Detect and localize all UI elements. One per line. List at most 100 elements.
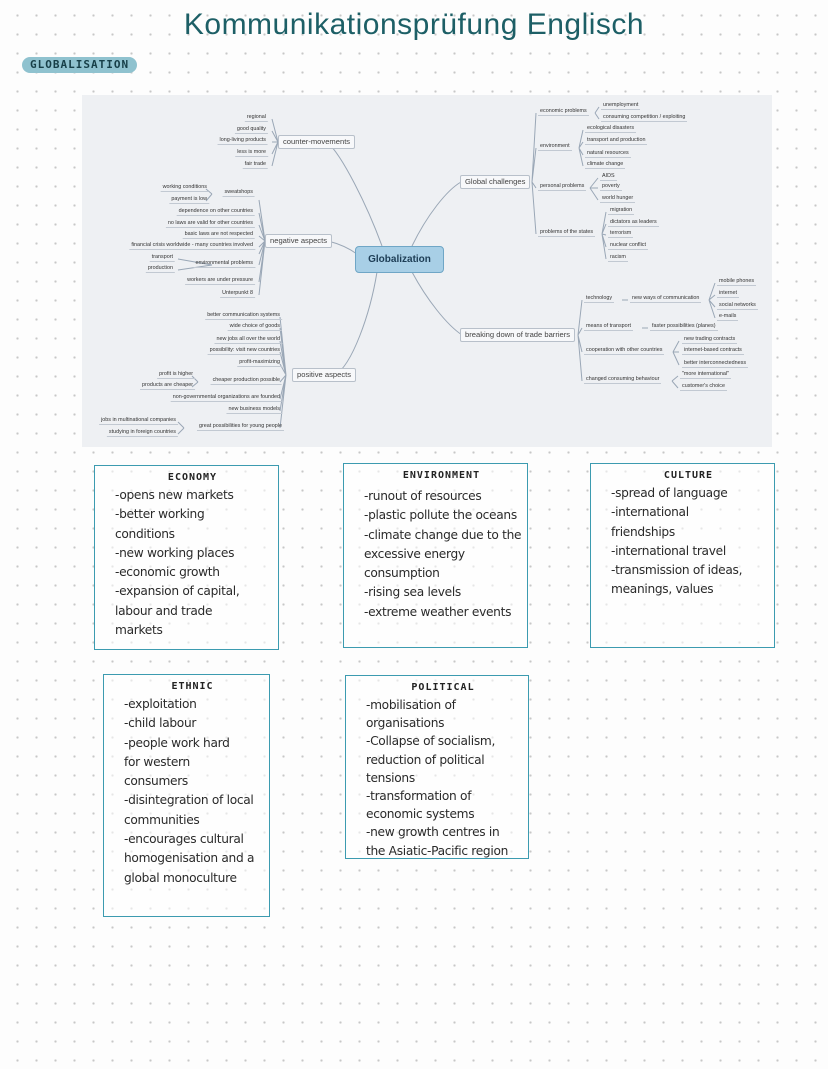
note-line: -better working: [115, 507, 205, 522]
mm-leaf: fair trade: [242, 161, 268, 170]
ethnic-lines: -exploitation -child labour -people work…: [124, 695, 261, 888]
mm-leaf: new jobs all over the world: [214, 336, 282, 345]
note-line: -mobilisation of: [366, 698, 456, 712]
mm-leaf: profit is higher: [157, 371, 195, 380]
mm-leaf: internet-based contracts: [682, 347, 744, 356]
mm-leaf: better interconnectedness: [682, 360, 749, 369]
mm-leaf: unemployment: [601, 102, 641, 111]
note-line: -transformation of: [366, 789, 472, 804]
mm-leaf: nuclear conflict: [608, 242, 648, 251]
mm-leaf: environmental problems: [193, 260, 255, 269]
note-line: markets: [115, 623, 163, 638]
culture-box: CULTURE -spread of language -internation…: [590, 463, 775, 648]
mm-leaf: new ways of communication: [630, 295, 702, 304]
mm-leaf: wide choice of goods: [227, 323, 282, 332]
mm-leaf: basic laws are not respected: [182, 231, 255, 240]
political-heading: POLITICAL: [411, 682, 475, 693]
mm-leaf: less is more: [235, 149, 268, 158]
mm-leaf: environment: [538, 143, 572, 152]
note-line: for western: [124, 754, 190, 769]
mm-leaf: ecological disasters: [585, 125, 637, 134]
mindmap-connectors: [177, 106, 716, 435]
mm-leaf: changed consuming behaviour: [584, 376, 662, 385]
environment-lines: -runout of resources -plastic pollute th…: [364, 484, 522, 622]
note-line: -disintegration of local: [124, 793, 254, 808]
note-line: global monoculture: [124, 870, 237, 885]
note-line: -international travel: [611, 543, 726, 558]
culture-lines: -spread of language -international frien…: [611, 484, 766, 600]
branch-trade-barriers: breaking down of trade barriers: [460, 328, 576, 342]
note-line: -extreme weather events: [364, 604, 512, 619]
note-line: -new working places: [115, 545, 235, 560]
mm-leaf: non-governmental organizations are found…: [170, 394, 282, 403]
economy-lines: -opens new markets -better working condi…: [115, 486, 270, 640]
mm-leaf: workers are under pressure: [185, 277, 255, 286]
branch-counter-movements: counter-movements: [278, 135, 356, 149]
mm-leaf: Unterpunkt 8: [220, 290, 255, 299]
mm-leaf: jobs in multinational companies: [99, 417, 178, 426]
note-line: meanings, values: [611, 582, 714, 597]
note-line: -international: [611, 505, 689, 520]
mm-leaf: good quality: [234, 126, 268, 135]
note-line: organisations: [366, 716, 445, 731]
note-line: -climate change due to the: [364, 527, 522, 542]
mm-leaf: AIDS: [600, 173, 617, 182]
mm-leaf: studying in foreign countries: [106, 429, 178, 438]
mm-leaf: internet: [717, 290, 739, 299]
ethnic-box: ETHNIC -exploitation -child labour -peop…: [103, 674, 270, 917]
mm-leaf: payment is low: [169, 196, 209, 205]
note-line: -runout of resources: [364, 489, 482, 503]
environment-heading: ENVIRONMENT: [402, 470, 481, 481]
mm-leaf: long-living products: [217, 137, 268, 146]
note-line: consumers: [124, 774, 188, 789]
mindmap-image: Globalization counter-movements negative…: [82, 95, 772, 447]
mm-leaf: terrorism: [608, 230, 634, 239]
note-line: -economic growth: [115, 565, 220, 580]
note-line: -encourages cultural: [124, 832, 244, 847]
note-line: homogenisation and a: [124, 851, 255, 866]
note-line: -opens new markets: [115, 488, 234, 502]
page-title: Kommunikationsprüfung Englisch: [183, 8, 645, 41]
note-line: the Asiatic-Pacific region: [366, 843, 509, 858]
topic-tag: GLOBALISATION: [22, 57, 138, 73]
note-line: -Collapse of socialism,: [366, 734, 496, 749]
mm-leaf: "more international": [680, 371, 731, 380]
ethnic-heading: ETHNIC: [171, 681, 214, 692]
note-line: reduction of political: [366, 752, 485, 767]
branch-global-challenges: Global challenges: [460, 175, 531, 189]
mm-leaf: dependence on other countries: [176, 208, 255, 217]
mm-leaf: social networks: [717, 302, 758, 311]
note-line: -exploitation: [124, 697, 197, 711]
mm-leaf: sweatshops: [222, 189, 255, 198]
mm-leaf: climate change: [585, 161, 626, 170]
mm-leaf: dictators as leaders: [608, 219, 659, 228]
note-line: -people work hard: [124, 735, 230, 750]
mm-leaf: cheaper production possible: [210, 377, 282, 386]
mm-leaf: world hunger: [600, 195, 636, 204]
culture-heading: CULTURE: [663, 470, 714, 481]
mm-leaf: great possibilities for young people: [196, 423, 284, 432]
note-line: -expansion of capital,: [115, 584, 240, 599]
mm-leaf: better communication systems: [205, 312, 282, 321]
note-line: -plastic pollute the oceans: [364, 508, 517, 523]
note-line: -new growth centres in: [366, 825, 500, 840]
mm-leaf: possibility: visit new countries: [207, 347, 282, 356]
note-line: excessive energy: [364, 546, 465, 561]
mm-leaf: new trading contracts: [682, 336, 738, 345]
mm-leaf: production: [145, 265, 175, 274]
note-line: -rising sea levels: [364, 585, 461, 600]
mm-leaf: working conditions: [160, 184, 209, 193]
mm-leaf: transport: [149, 254, 175, 263]
mindmap-center-node: Globalization: [355, 246, 444, 273]
note-line: -transmission of ideas,: [611, 563, 743, 578]
mm-leaf: means of transport: [584, 323, 633, 332]
economy-heading: ECONOMY: [167, 472, 218, 483]
branch-positive-aspects: positive aspects: [292, 368, 357, 382]
mm-leaf: problems of the states: [538, 229, 596, 238]
note-line: communities: [124, 812, 200, 827]
mm-leaf: technology: [584, 295, 615, 304]
mm-leaf: mobile phones: [717, 278, 757, 287]
mm-leaf: cooperation with other countries: [584, 347, 665, 356]
mm-leaf: e-mails: [717, 313, 739, 322]
note-line: friendships: [611, 524, 675, 539]
